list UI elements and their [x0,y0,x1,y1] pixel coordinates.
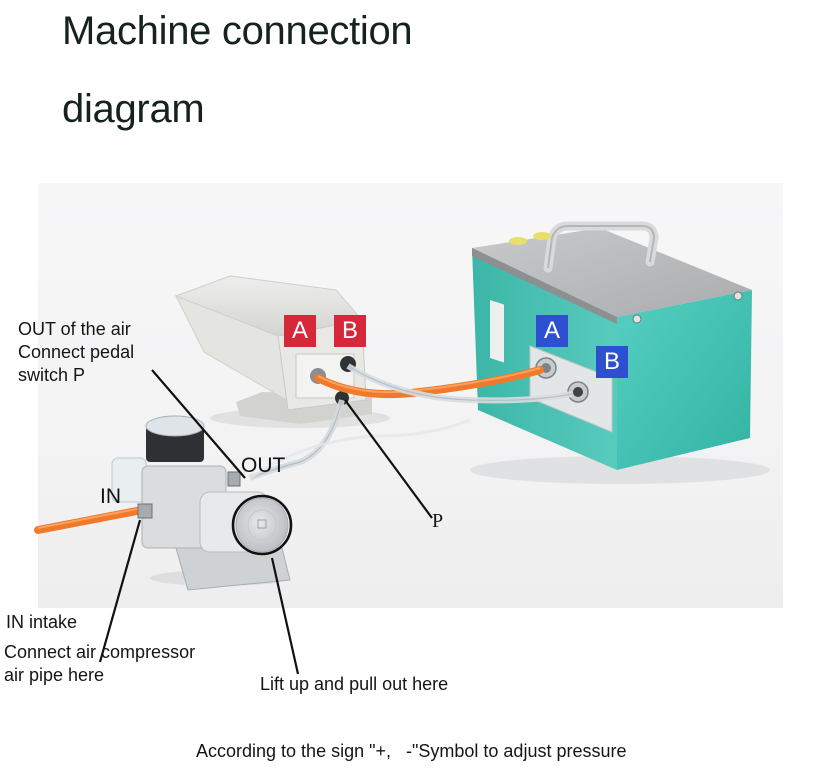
out-of-air-line-1: OUT of the air [18,319,131,339]
out-of-air-line-2: Connect pedal [18,342,135,362]
in-port-label: IN [100,485,121,508]
out-port-label: OUT [241,454,286,477]
in-intake-line-3: air pipe here [4,665,105,685]
pedal-port-b-badge: B [334,315,366,347]
machine-port-a-badge: A [536,315,568,347]
foot-pedal [174,275,390,428]
out-of-air-note: OUT of the air Connect pedal switch P [18,318,134,387]
callout-line-p [344,399,433,519]
knob-highlight-circle [231,494,293,556]
machine-box [470,221,770,484]
air-hoses [34,363,573,534]
in-intake-note: IN intake Connect air compressor air pip… [4,611,195,687]
callout-lines [98,369,433,675]
callout-line-lift [270,557,300,675]
p-port-label: P [432,510,444,532]
lift-up-note: Lift up and pull out here [260,674,449,694]
out-of-air-line-3: switch P [18,365,86,385]
pedal-port-a-badge: A [284,315,316,347]
in-intake-line-2: Connect air compressor [4,642,196,662]
title-line-2: diagram [62,87,205,131]
in-intake-line-1: IN intake [6,612,78,632]
machine-port-b-badge: B [596,346,628,378]
air-regulator [111,415,291,591]
title-line-1: Machine connection [62,9,413,53]
callout-line-in [98,519,142,663]
callout-line-out [151,369,246,479]
adjust-pressure-note: According to the sign "+, -"Symbol to ad… [196,741,627,761]
